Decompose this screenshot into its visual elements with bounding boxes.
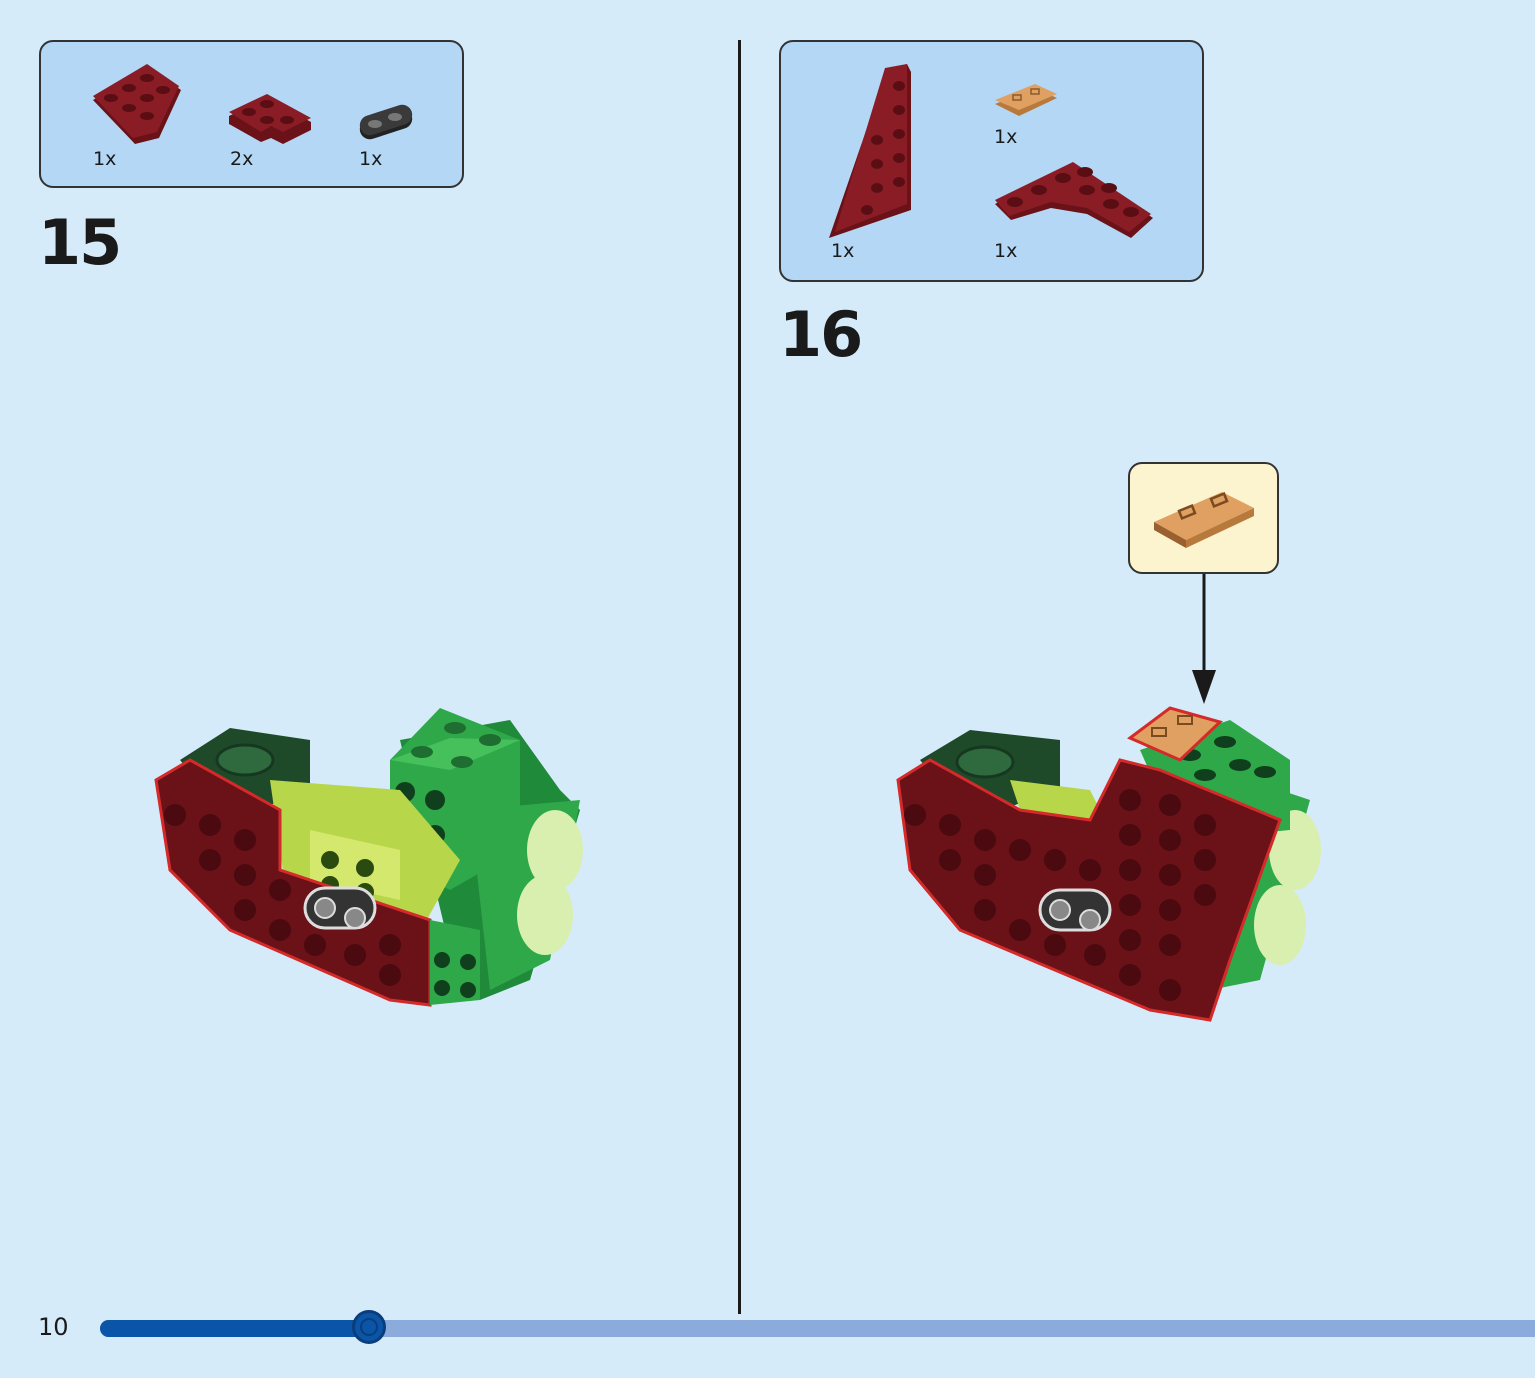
- step-16-part-1-qty: 1x: [831, 240, 855, 262]
- step-15-part-2-qty: 2x: [230, 148, 254, 170]
- page-number: 10: [38, 1313, 69, 1341]
- step-16-part-2-qty: 1x: [994, 126, 1018, 148]
- dark-red-wedge-plate-long-icon: [829, 64, 911, 238]
- step-15-number: 15: [38, 206, 122, 279]
- step-16-model-illustration: [896, 706, 1321, 1022]
- step-16-part-3-qty: 1x: [994, 240, 1018, 262]
- progress-track: [100, 1320, 1535, 1337]
- step-divider: [738, 40, 741, 1314]
- step-16-number: 16: [779, 298, 863, 371]
- black-jumper-plate-icon: [359, 104, 413, 140]
- step-16-callout-box: [1128, 462, 1279, 574]
- dark-red-corner-plate-icon: [229, 94, 311, 144]
- progress-knob[interactable]: [351, 1310, 386, 1344]
- step-15-model-illustration: [154, 708, 583, 1007]
- dark-red-wedge-plate-icon: [93, 64, 181, 144]
- down-arrow-icon: [1192, 574, 1216, 704]
- progress-fill: [100, 1320, 370, 1337]
- tan-tile-callout-icon: [1154, 492, 1254, 548]
- progress-bar[interactable]: [100, 1310, 1535, 1344]
- dark-red-curved-plate-icon: [995, 162, 1153, 238]
- step-15-parts-box: 1x 2x 1x: [39, 40, 464, 188]
- step-15-part-3-qty: 1x: [359, 148, 383, 170]
- step-15-part-1-qty: 1x: [93, 148, 117, 170]
- step-16-parts-box: 1x 1x 1x: [779, 40, 1204, 282]
- tan-tile-icon: [995, 84, 1057, 116]
